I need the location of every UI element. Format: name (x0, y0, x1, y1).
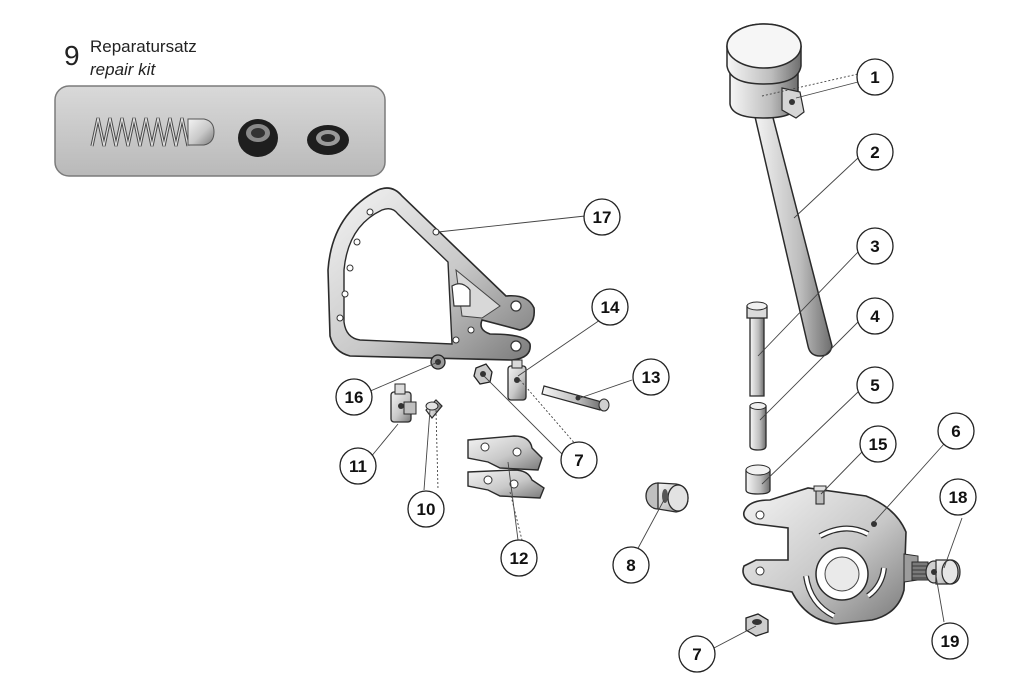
callout-label: 8 (626, 556, 635, 575)
repair-kit-number: 9 (64, 40, 80, 71)
part-1-reservoir (726, 23, 805, 119)
callout-label: 7 (692, 645, 701, 664)
callout-label: 11 (349, 457, 367, 476)
repair-kit-panel (54, 85, 386, 177)
repair-kit-title-en: repair kit (90, 60, 156, 79)
part-11-clevis (390, 383, 417, 423)
callout-label: 15 (869, 435, 888, 454)
part-6-housing (742, 487, 919, 625)
callout-14: 14 (591, 288, 629, 326)
part-5-sleeve (745, 464, 771, 495)
callout-4: 4 (856, 297, 894, 335)
callout-label: 18 (949, 488, 968, 507)
part-10-bushing (425, 399, 443, 419)
part-3-bolt (746, 301, 768, 397)
kit-seal-small (307, 125, 349, 155)
callout-12: 12 (500, 539, 538, 577)
callout-label: 16 (345, 388, 364, 407)
callout-label: 14 (601, 298, 620, 317)
callout-label: 6 (951, 422, 960, 441)
part-4-pushrod (749, 402, 767, 451)
part-15-screw (813, 485, 827, 505)
callout-label: 19 (941, 632, 960, 651)
part-13-pin (541, 385, 610, 412)
callout-1: 1 (856, 58, 894, 96)
pedal-frame (327, 187, 536, 361)
callout-label: 17 (593, 208, 612, 227)
callout-label: 13 (642, 368, 661, 387)
callout-label: 7 (574, 451, 583, 470)
callout-18: 18 (939, 478, 977, 516)
callout-label: 10 (417, 500, 436, 519)
callout-2: 2 (856, 133, 894, 171)
repair-kit-title-de: Reparatursatz (90, 37, 197, 56)
callout-17: 17 (583, 198, 621, 236)
callout-label: 1 (870, 68, 879, 87)
kit-seal-large (238, 119, 278, 157)
callout-label: 12 (510, 549, 529, 568)
callout-label: 5 (870, 376, 879, 395)
kit-piston (187, 118, 215, 146)
part-18-bolt (925, 559, 961, 585)
callout-6: 6 (937, 412, 975, 450)
callout-7-lower: 7 (678, 635, 716, 673)
callout-label: 4 (870, 307, 880, 326)
callout-5: 5 (856, 366, 894, 404)
callout-3: 3 (856, 227, 894, 265)
callout-label: 3 (870, 237, 879, 256)
part-8-roller (645, 482, 689, 513)
callout-15: 15 (859, 425, 897, 463)
callout-10: 10 (407, 490, 445, 528)
callout-7-upper: 7 (560, 441, 598, 479)
part-7-nut-lower (745, 613, 769, 637)
part-12-plates (467, 435, 545, 499)
callout-13: 13 (632, 358, 670, 396)
callout-19: 19 (931, 622, 969, 660)
kit-spring (90, 117, 190, 147)
callout-11: 11 (339, 447, 377, 485)
part-14-clevis (507, 359, 527, 401)
callout-label: 2 (870, 143, 879, 162)
callout-16: 16 (335, 378, 373, 416)
callout-8: 8 (612, 546, 650, 584)
